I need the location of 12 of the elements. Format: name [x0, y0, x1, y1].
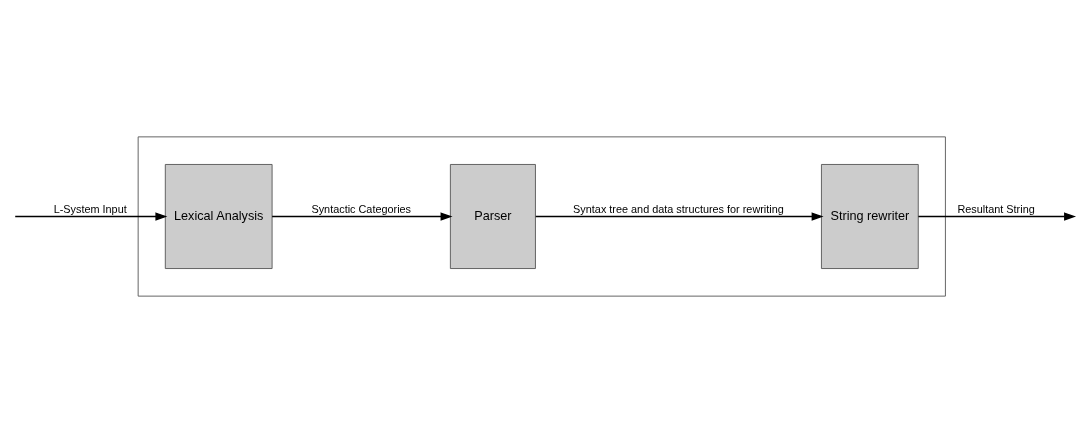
edge-label: Syntactic Categories [311, 203, 412, 216]
arrow [917, 212, 1077, 221]
edge-label: Syntax tree and data structures for rewriting [573, 203, 784, 216]
arrow [14, 212, 168, 221]
node-box: String rewriter [820, 164, 919, 269]
node-box: Lexical Analysis [164, 164, 273, 269]
node-box: Parser [449, 164, 536, 269]
arrow [535, 212, 824, 221]
edge-label: L-System Input [53, 203, 127, 216]
arrow [271, 212, 453, 221]
cluster [137, 136, 946, 297]
edge-label: Resultant String [957, 203, 1035, 216]
